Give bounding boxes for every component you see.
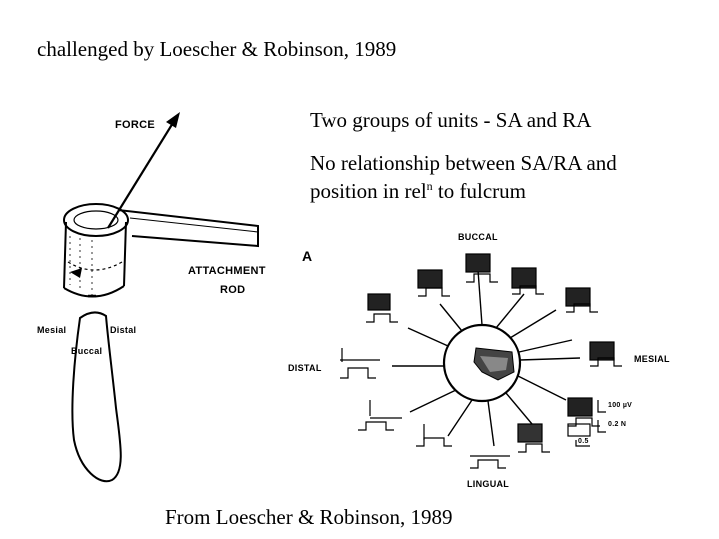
attachment-rod xyxy=(117,209,259,248)
scale-voltage-label: 100 µV xyxy=(608,402,633,409)
slide-title: challenged by Loescher & Robinson, 1989 xyxy=(37,37,397,61)
mesial-label: Mesial xyxy=(37,325,67,335)
scale-force-label: 0.2 N xyxy=(608,421,627,428)
bullet-sa-ra-groups: Two groups of units - SA and RA xyxy=(310,108,592,132)
force-label: FORCE xyxy=(115,119,155,131)
buccal-label: Buccal xyxy=(71,346,103,356)
polar-spokes xyxy=(392,269,581,447)
panel-a-label: A xyxy=(302,248,313,264)
recording-traces xyxy=(340,253,622,469)
polar-lingual-label: LINGUAL xyxy=(467,479,510,489)
polar-diagram xyxy=(340,253,622,469)
tooth-diagram xyxy=(63,112,259,483)
bullet-no-relationship-line1: No relationship between SA/RA and xyxy=(310,151,617,175)
tooth-root xyxy=(71,311,122,483)
polar-buccal-label: BUCCAL xyxy=(458,232,498,242)
rod-label: ROD xyxy=(220,284,246,296)
bullet-line2-post: to fulcrum xyxy=(432,179,526,203)
bullet-line2-sup: n xyxy=(426,179,433,193)
polar-distal-label: DISTAL xyxy=(288,363,322,373)
distal-label: Distal xyxy=(110,325,137,335)
figure-caption: From Loescher & Robinson, 1989 xyxy=(165,505,453,529)
attachment-label: ATTACHMENT xyxy=(188,265,266,277)
polar-mesial-label: MESIAL xyxy=(634,354,670,364)
force-arrowhead xyxy=(166,112,180,128)
bullet-line2-pre: position in rel xyxy=(310,179,427,203)
scale-time-label: 0.5 xyxy=(578,438,589,445)
force-arrow xyxy=(107,117,177,229)
bullet-no-relationship-line2: position in reln to fulcrum xyxy=(310,179,526,204)
cap-top xyxy=(63,203,129,237)
